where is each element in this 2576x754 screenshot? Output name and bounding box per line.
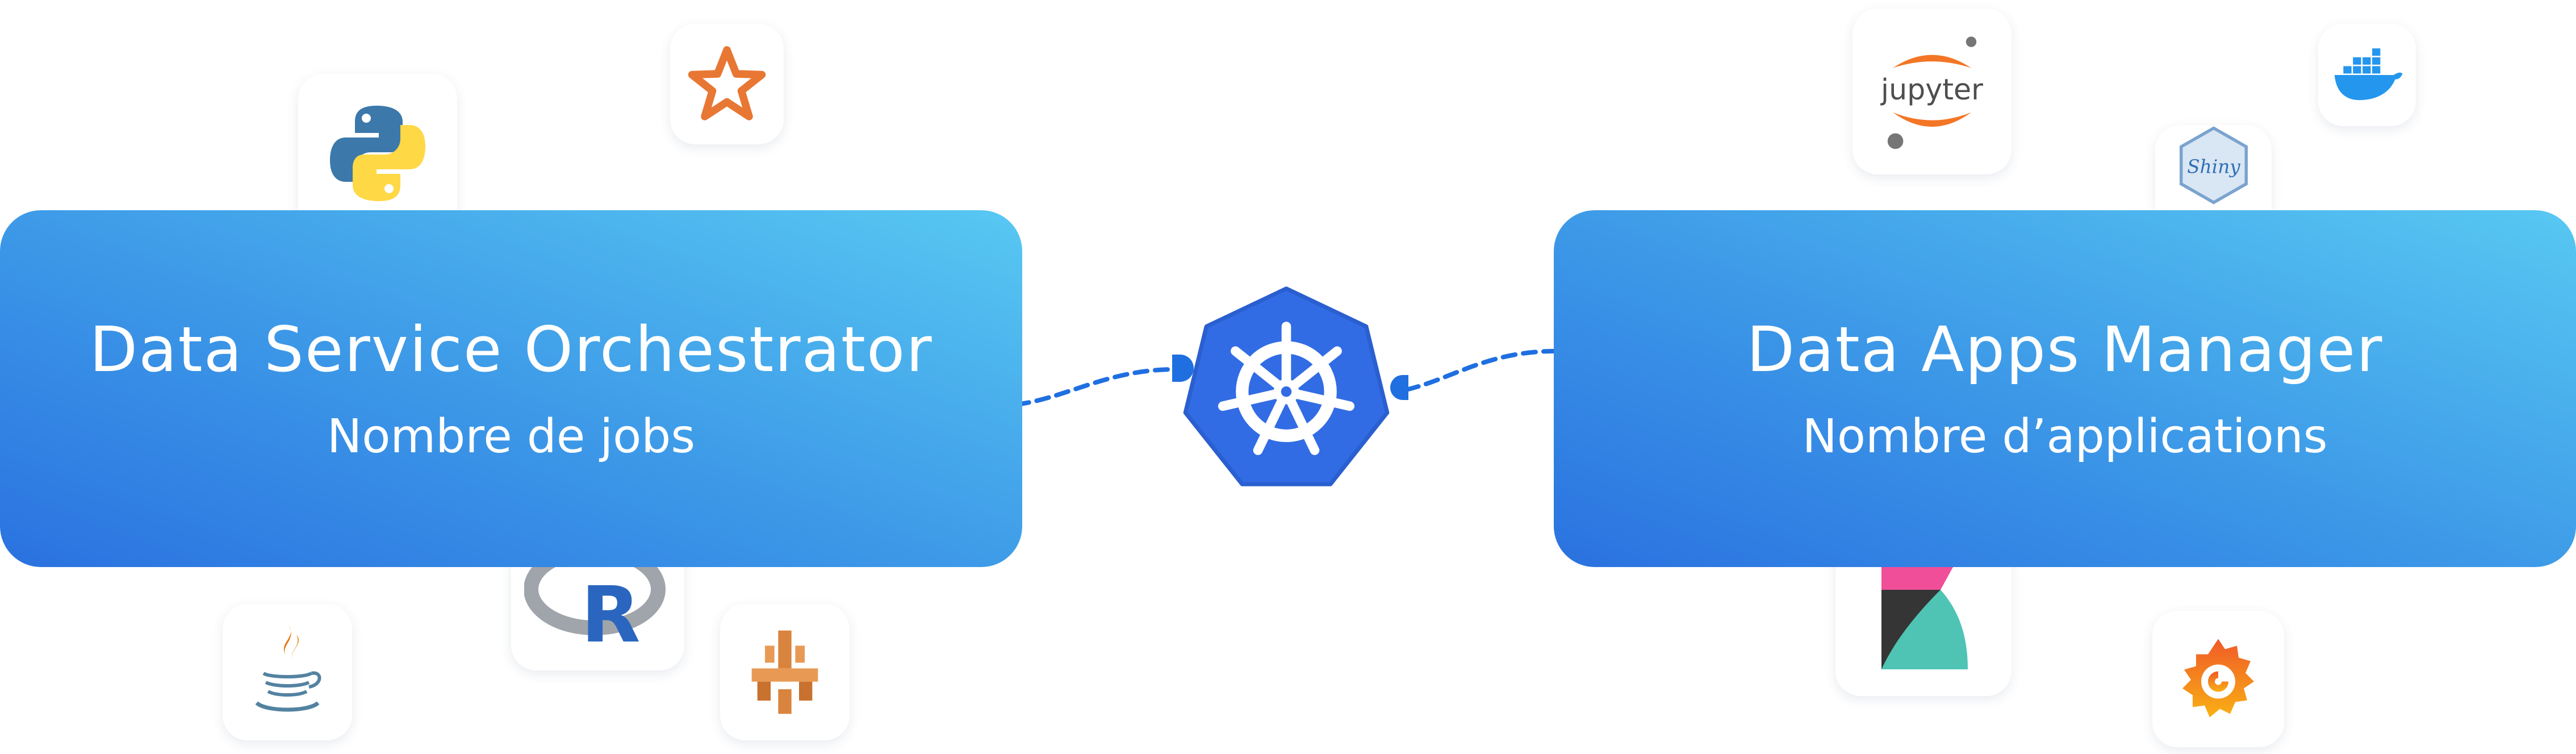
airflow-star-icon [670,24,784,144]
svg-text:R: R [581,570,641,655]
card-title: Data Service Orchestrator [89,313,933,386]
python-icon [298,74,457,233]
card-title: Data Apps Manager [1746,313,2383,386]
docker-icon [2318,24,2416,126]
aws-step-functions-icon [720,604,850,740]
data-service-orchestrator-card: Data Service Orchestrator Nombre de jobs [0,210,1022,567]
left-plug-icon [1172,355,1194,382]
data-apps-manager-card: Data Apps Manager Nombre d’applications [1554,210,2576,567]
card-subtitle: Nombre d’applications [1802,410,2328,464]
left-connector-line [1014,367,1178,407]
shiny-icon: Shiny [2155,125,2272,210]
shiny-label: Shiny [2187,156,2240,178]
grafana-icon [2152,611,2284,747]
right-plug-icon [1390,375,1408,400]
right-connector-line [1406,349,1558,391]
jupyter-icon: jupyter [1852,9,2012,174]
jupyter-label: jupyter [1880,73,1983,106]
java-icon [223,604,352,740]
card-subtitle: Nombre de jobs [327,410,696,464]
kubernetes-icon [1183,286,1390,486]
